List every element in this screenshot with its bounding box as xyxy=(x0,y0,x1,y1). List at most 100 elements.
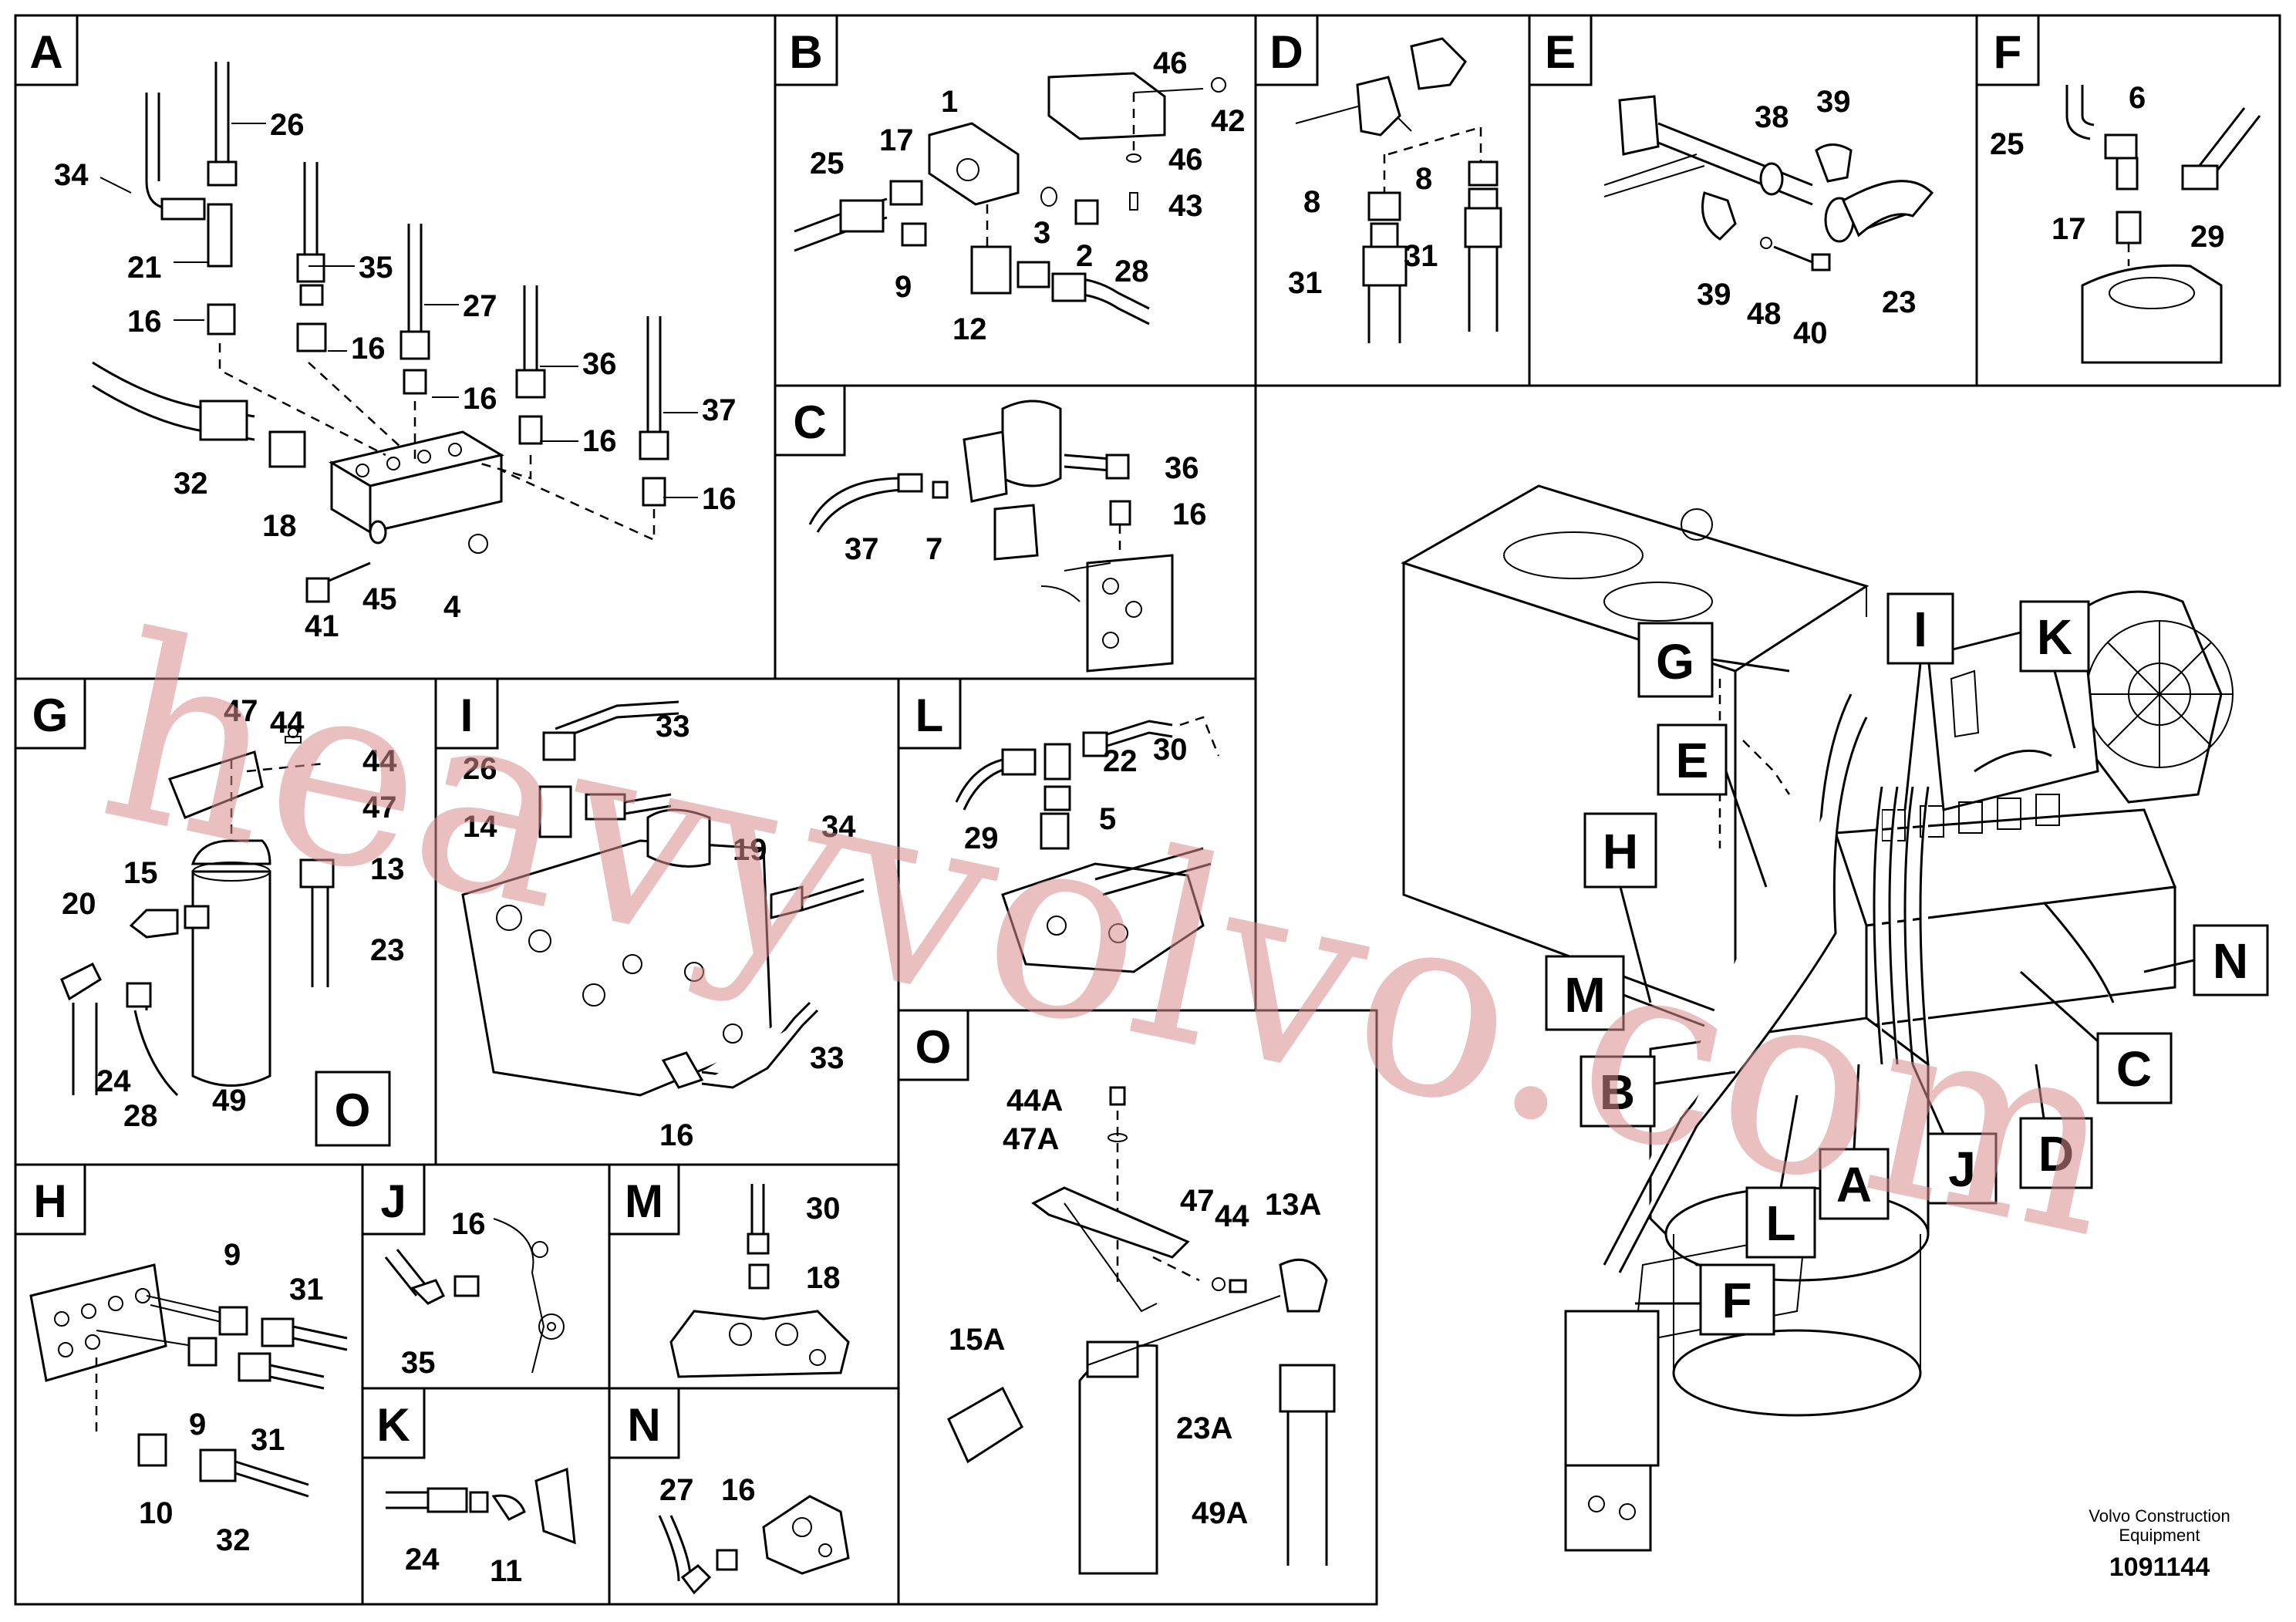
svg-text:M: M xyxy=(625,1175,663,1227)
svg-text:44: 44 xyxy=(1215,1199,1249,1233)
panel-letter-D: D xyxy=(1254,14,1319,86)
panel-f-labels: 6 25 17 29 xyxy=(1990,81,2225,254)
panel-letter-L: L xyxy=(897,677,962,750)
panel-h-drawing xyxy=(29,1263,348,1498)
panel-letter-J: J xyxy=(361,1163,426,1236)
svg-text:35: 35 xyxy=(359,251,393,285)
panel-c-drawing xyxy=(808,400,1174,673)
svg-text:12: 12 xyxy=(952,312,987,346)
panel-letter-E: E xyxy=(1528,14,1593,86)
svg-text:16: 16 xyxy=(702,482,737,516)
svg-text:41: 41 xyxy=(305,609,339,643)
panel-o-drawing xyxy=(947,1086,1336,1575)
panel-n-labels: 27 16 xyxy=(659,1473,756,1507)
svg-text:20: 20 xyxy=(62,887,96,921)
svg-text:F: F xyxy=(1994,26,2022,78)
svg-text:30: 30 xyxy=(1153,733,1188,767)
svg-text:47: 47 xyxy=(1180,1184,1215,1218)
callout-K: K xyxy=(2019,600,2090,749)
svg-text:D: D xyxy=(2038,1126,2074,1182)
panel-letter-F: F xyxy=(1975,14,2040,86)
svg-text:16: 16 xyxy=(659,1118,694,1152)
svg-text:5: 5 xyxy=(1099,802,1116,836)
svg-text:16: 16 xyxy=(351,332,386,366)
svg-text:Volvo Construction: Volvo Construction xyxy=(2089,1506,2230,1526)
svg-text:14: 14 xyxy=(463,810,497,844)
svg-text:K: K xyxy=(2037,609,2072,665)
panel-l-drawing xyxy=(955,716,1220,973)
panel-o-labels: 44A 47A 47 44 13A 15A 23A 49A xyxy=(949,1084,1321,1530)
svg-text:16: 16 xyxy=(127,305,162,339)
panel-l-labels: 22 30 5 29 xyxy=(964,733,1188,855)
svg-text:39: 39 xyxy=(1697,278,1731,312)
svg-text:A: A xyxy=(29,26,62,78)
svg-text:18: 18 xyxy=(262,509,297,543)
svg-text:31: 31 xyxy=(1404,239,1438,273)
panel-i-labels: 33 26 14 19 34 33 16 xyxy=(463,710,856,1152)
svg-text:33: 33 xyxy=(810,1041,845,1075)
svg-text:23A: 23A xyxy=(1176,1411,1232,1445)
panel-h-labels: 9 31 9 31 10 32 xyxy=(139,1238,324,1557)
panel-k-labels: 24 11 xyxy=(405,1543,522,1588)
document-number: 1091144 xyxy=(2109,1553,2210,1582)
panel-letter-G: G xyxy=(14,677,86,750)
panel-c-labels: 36 16 37 7 xyxy=(845,451,1207,566)
svg-text:B: B xyxy=(789,26,822,78)
svg-text:M: M xyxy=(1564,967,1605,1023)
svg-text:31: 31 xyxy=(1288,266,1323,300)
callout-J: J xyxy=(1911,1064,1998,1205)
svg-text:6: 6 xyxy=(2129,81,2146,115)
panel-j-drawing xyxy=(384,1218,565,1374)
svg-text:31: 31 xyxy=(251,1423,285,1457)
svg-text:19: 19 xyxy=(733,833,767,867)
panel-letter-C: C xyxy=(774,384,846,457)
panel-letter-I: I xyxy=(434,677,499,750)
svg-text:L: L xyxy=(915,690,944,741)
panel-letter-B: B xyxy=(774,14,838,86)
panel-d-labels: 8 8 31 31 xyxy=(1288,162,1438,300)
svg-text:A: A xyxy=(1836,1157,1872,1212)
svg-text:44: 44 xyxy=(362,744,397,778)
panel-m-drawing xyxy=(669,1184,850,1378)
svg-text:39: 39 xyxy=(1816,85,1851,119)
svg-text:23: 23 xyxy=(370,933,405,967)
svg-text:35: 35 xyxy=(401,1346,436,1380)
svg-text:L: L xyxy=(1765,1195,1795,1251)
svg-text:17: 17 xyxy=(2052,212,2086,246)
panel-k-drawing xyxy=(386,1467,576,1545)
svg-text:25: 25 xyxy=(810,147,845,180)
panel-f-drawing xyxy=(2065,85,2261,364)
callout-F: F xyxy=(1635,1263,1775,1336)
svg-text:O: O xyxy=(335,1084,371,1136)
panel-e-drawing xyxy=(1603,95,1934,271)
overview-callouts: I K G E H N M B C A J D L F xyxy=(1545,592,2269,1336)
svg-text:F: F xyxy=(1721,1273,1752,1328)
callout-H: H xyxy=(1583,812,1657,1003)
svg-text:K: K xyxy=(376,1399,410,1451)
panel-b-drawing xyxy=(794,72,1226,325)
svg-text:8: 8 xyxy=(1303,185,1320,219)
svg-text:24: 24 xyxy=(405,1543,440,1576)
svg-text:30: 30 xyxy=(806,1192,841,1226)
svg-text:40: 40 xyxy=(1793,316,1828,350)
svg-text:16: 16 xyxy=(721,1473,756,1507)
panel-m-labels: 30 18 xyxy=(806,1192,841,1295)
callout-C: C xyxy=(2019,970,2173,1104)
svg-text:9: 9 xyxy=(189,1408,206,1442)
svg-text:H: H xyxy=(1603,824,1638,879)
svg-text:27: 27 xyxy=(463,289,497,323)
footer-credit: Volvo Construction Equipment 1091144 xyxy=(2089,1506,2230,1582)
svg-text:43: 43 xyxy=(1168,189,1203,223)
panel-g-labels: 47 44 44 47 15 13 20 23 24 28 49 xyxy=(62,694,405,1133)
svg-text:16: 16 xyxy=(1172,497,1207,531)
svg-text:2: 2 xyxy=(1076,239,1093,273)
svg-text:J: J xyxy=(1948,1141,1976,1197)
svg-text:48: 48 xyxy=(1747,297,1782,331)
svg-text:16: 16 xyxy=(463,382,497,416)
panel-letter-O: O xyxy=(897,1009,969,1081)
svg-text:47: 47 xyxy=(362,791,397,824)
svg-text:44: 44 xyxy=(270,706,305,740)
svg-text:36: 36 xyxy=(1165,451,1199,485)
svg-text:37: 37 xyxy=(845,532,879,566)
